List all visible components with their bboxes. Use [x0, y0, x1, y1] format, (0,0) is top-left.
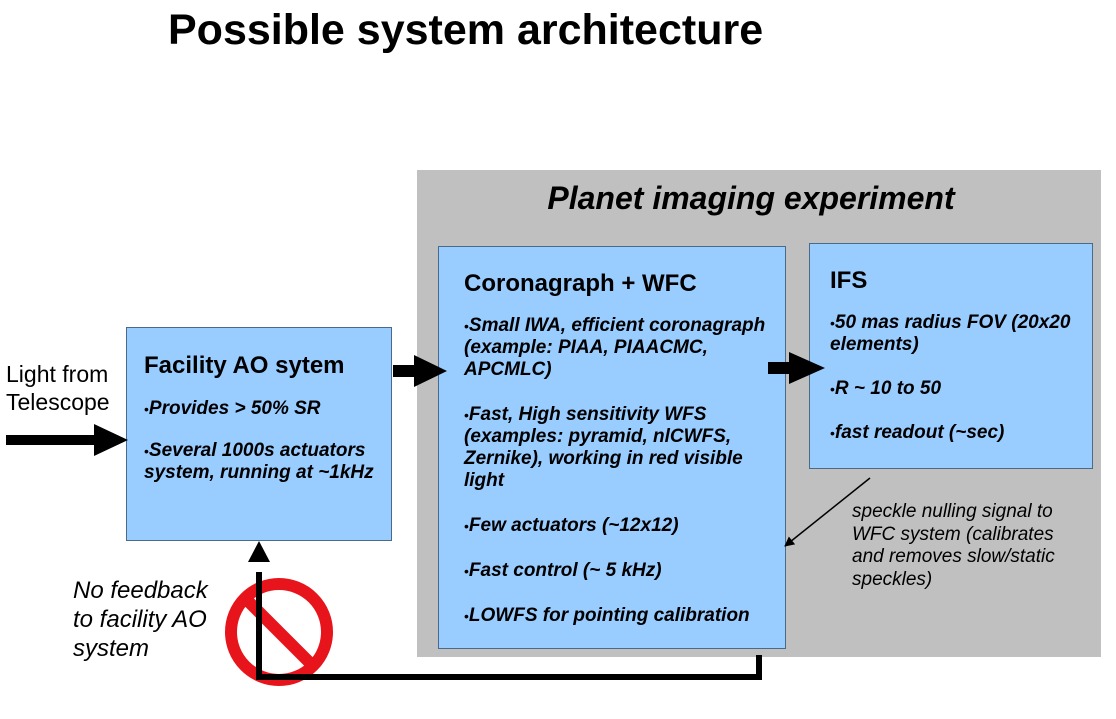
- ifs-bullet: 50 mas radius FOV (20x20 elements): [830, 312, 1086, 356]
- light-label-line: Telescope: [6, 389, 110, 415]
- ifs-bullet: R ~ 10 to 50: [830, 378, 1086, 400]
- ifs-bullet: fast readout (~sec): [830, 422, 1086, 444]
- page-title: Possible system architecture: [168, 6, 764, 54]
- coronagraph-bullet: Few actuators (~12x12): [464, 515, 777, 537]
- coronagraph-bullet: Fast control (~ 5 kHz): [464, 560, 777, 582]
- telescope-arrow: [6, 424, 128, 456]
- coronagraph-bullet: Fast, High sensitivity WFS (examples: py…: [464, 404, 777, 492]
- facility-ao-bullet: Provides > 50% SR: [144, 398, 383, 420]
- speckle-arrow: [784, 477, 871, 547]
- feedback-label-line: system: [73, 635, 150, 662]
- light-label-line: Light from: [6, 361, 109, 387]
- coronagraph-bullet: LOWFS for pointing calibration: [464, 605, 777, 627]
- speckle-label-line: speckle nulling signal to: [852, 501, 1053, 522]
- feedback-path: [256, 572, 762, 680]
- feedback-arrowhead: [248, 541, 270, 562]
- no-entry-sign-icon: [225, 578, 333, 686]
- coronagraph-wfc-bullets: Small IWA, efficient coronagraph (exampl…: [464, 315, 777, 627]
- feedback-label-line: No feedback: [73, 577, 208, 604]
- facility-ao-bullets: Provides > 50% SR Several 1000s actuator…: [144, 398, 383, 484]
- no-feedback-label: No feedback to facility AO system: [73, 576, 208, 663]
- facility-ao-title: Facility AO sytem: [144, 352, 345, 379]
- speckle-label-line: WFC system (calibrates: [852, 523, 1054, 545]
- speckle-nulling-label: speckle nulling signal to WFC system (ca…: [852, 501, 1055, 591]
- ifs-title: IFS: [830, 267, 868, 294]
- coronagraph-wfc-title: Coronagraph + WFC: [464, 270, 697, 297]
- facility-ao-box: Facility AO sytem Provides > 50% SR Seve…: [126, 327, 392, 541]
- ifs-box: IFS 50 mas radius FOV (20x20 elements) R…: [809, 243, 1093, 469]
- facility-ao-bullet: Several 1000s actuators system, running …: [144, 440, 383, 484]
- speckle-label-line: and removes slow/static: [852, 546, 1055, 567]
- ifs-bullets: 50 mas radius FOV (20x20 elements) R ~ 1…: [830, 312, 1086, 444]
- coronagraph-to-ifs-arrow: [768, 352, 825, 384]
- experiment-title: Planet imaging experiment: [547, 180, 955, 216]
- coronagraph-bullet: Small IWA, efficient coronagraph (exampl…: [464, 315, 777, 381]
- light-from-telescope-label: Light from Telescope: [6, 360, 110, 416]
- ao-to-coronagraph-arrow: [393, 355, 447, 387]
- coronagraph-wfc-box: Coronagraph + WFC Small IWA, efficient c…: [438, 246, 786, 649]
- speckle-label-line: speckles): [852, 568, 933, 590]
- feedback-label-line: to facility AO: [73, 606, 207, 633]
